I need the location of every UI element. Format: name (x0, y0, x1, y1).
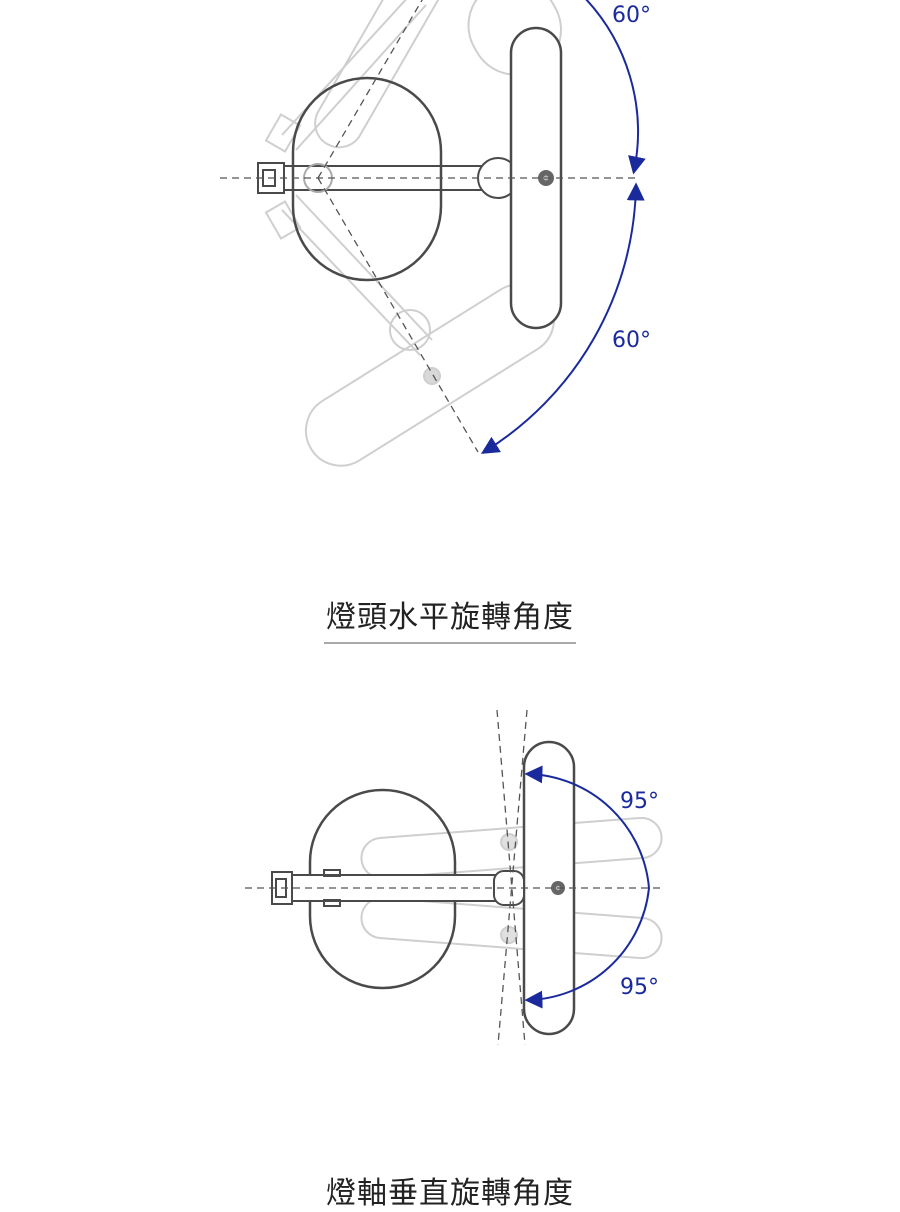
horizontal-rotation-diagram: 60° 60° (220, 0, 651, 467)
guide-lines-side (245, 709, 665, 1046)
rotation-arrow-lower (480, 182, 645, 454)
caption-vertical-rotation: 燈軸垂直旋轉角度 (326, 1176, 574, 1211)
ghost-arm-lower (264, 194, 556, 467)
rotation-arrow-upper (585, 0, 646, 175)
lamp-head (291, 76, 443, 282)
angle-label-upper-side: 95° (620, 789, 659, 814)
caption-horizontal-rotation: 燈頭水平旋轉角度 (326, 600, 574, 635)
guide-lines (220, 0, 640, 453)
section-divider (324, 642, 576, 644)
angle-label-upper: 60° (612, 3, 651, 28)
angle-label-lower-side: 95° (620, 975, 659, 1000)
rotation-arrow-lower-side (524, 887, 650, 1009)
angle-label-lower: 60° (612, 328, 651, 353)
rotation-arrow-upper-side (524, 765, 650, 889)
ghost-arms (360, 816, 663, 960)
vertical-rotation-diagram: 95° 95° (245, 709, 665, 1046)
